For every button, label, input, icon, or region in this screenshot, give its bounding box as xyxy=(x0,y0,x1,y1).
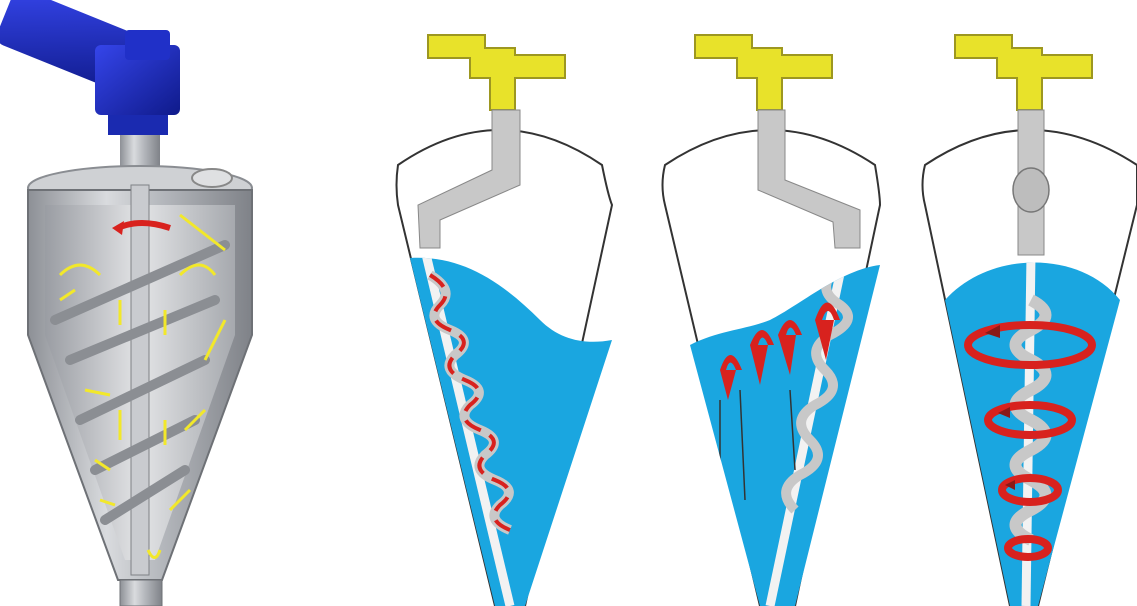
drive-head-icon xyxy=(428,35,565,110)
drive-head-icon xyxy=(955,35,1092,110)
bottom-outlet xyxy=(120,580,162,606)
motor-icon xyxy=(0,0,180,135)
manhole xyxy=(192,169,232,187)
mode-2-panel xyxy=(663,35,881,606)
cutaway-panel xyxy=(0,0,252,606)
mode-3-panel xyxy=(923,35,1137,606)
arm-hinge xyxy=(1013,168,1049,212)
central-shaft xyxy=(131,185,149,575)
drive-head-icon xyxy=(695,35,832,110)
mode-1-panel xyxy=(397,35,613,606)
